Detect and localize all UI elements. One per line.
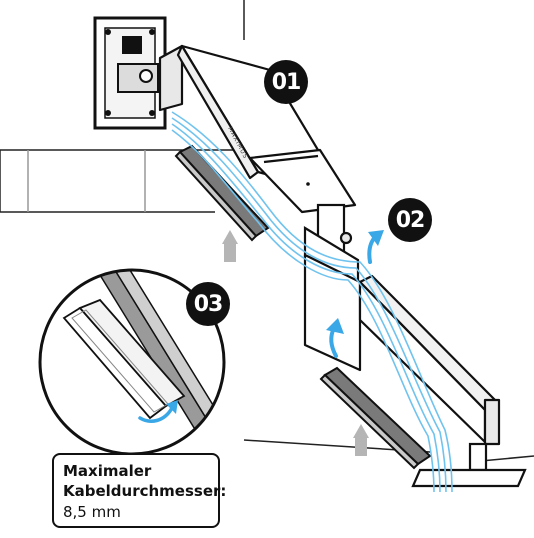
push-up-arrow-upper xyxy=(222,230,238,262)
cable-diameter-callout: Maximaler Kabeldurchmesser: 8,5 mm xyxy=(52,453,227,528)
push-up-arrow-lower xyxy=(353,424,369,456)
callout-value: 8,5 mm xyxy=(63,503,121,521)
step-badge-03: 03 xyxy=(186,282,230,326)
cable-channel-upper xyxy=(174,144,270,242)
callout-title-line1: Maximaler xyxy=(63,462,152,480)
vesa-mount-plate xyxy=(93,16,167,130)
desk-clamp-base xyxy=(411,442,527,488)
cable-bundle xyxy=(171,111,453,493)
cable-route-arrow-lower xyxy=(326,318,344,358)
step-badge-02: 02 xyxy=(388,198,432,242)
callout-title-line2: Kabeldurchmesser: xyxy=(63,482,227,500)
cable-route-arrow-upper xyxy=(367,230,384,264)
elbow-joint xyxy=(303,203,360,287)
lower-arm xyxy=(303,253,501,446)
cable-channel-lower xyxy=(319,366,432,470)
upper-arm xyxy=(158,44,357,214)
step-badge-01: 01 xyxy=(264,60,308,104)
